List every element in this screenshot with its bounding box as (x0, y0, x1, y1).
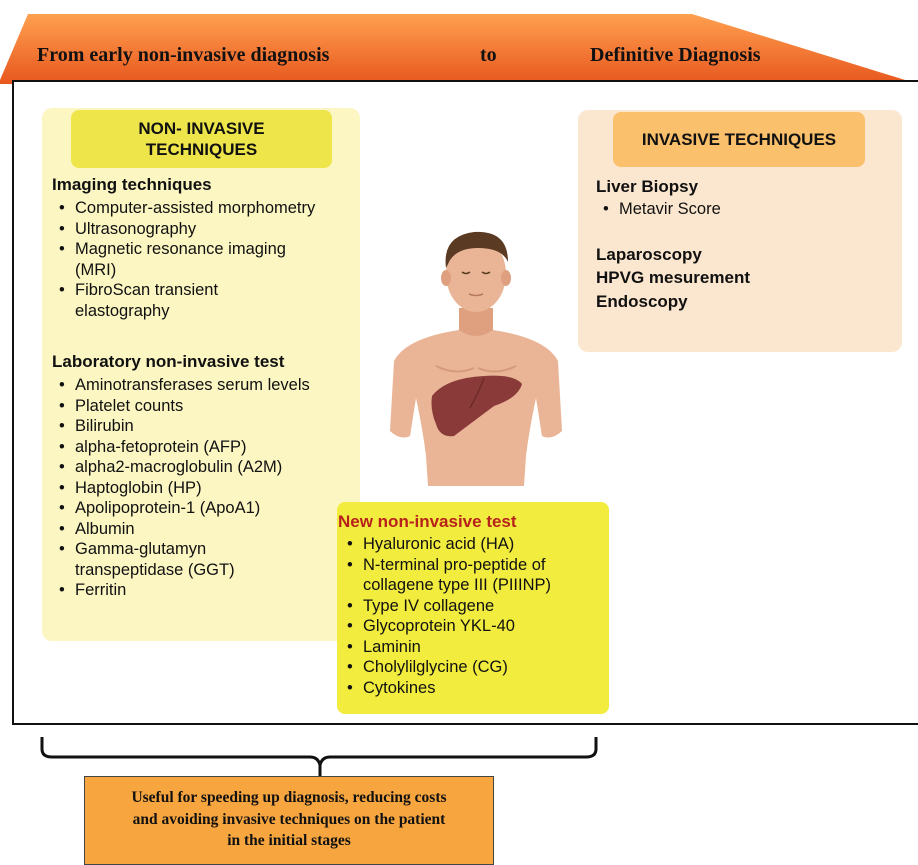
list-item: Gamma-glutamyn transpeptidase (GGT) (52, 539, 310, 580)
banner-left-text: From early non-invasive diagnosis (37, 44, 329, 67)
banner-right-text: Definitive Diagnosis (590, 44, 761, 67)
list-item: Haptoglobin (HP) (52, 478, 310, 499)
imaging-list: Computer-assisted morphometry Ultrasonog… (52, 198, 317, 321)
list-item: Cholylilglycine (CG) (340, 657, 606, 678)
list-item: Glycoprotein YKL-40 (340, 616, 606, 637)
liver-biopsy-title: Liver Biopsy (596, 177, 698, 197)
list-item: Bilirubin (52, 416, 310, 437)
summary-line3: in the initial stages (85, 830, 493, 852)
banner-middle-text: to (480, 44, 497, 67)
endoscopy-title: Endoscopy (596, 292, 688, 312)
list-item: Ferritin (52, 580, 310, 601)
laboratory-list: Aminotransferases serum levels Platelet … (52, 375, 310, 601)
list-item: Albumin (52, 519, 310, 540)
list-item: Apolipoprotein-1 (ApoA1) (52, 498, 310, 519)
list-item: Magnetic resonance imaging (MRI) (52, 239, 317, 280)
list-item: Cytokines (340, 678, 606, 699)
list-item: Ultrasonography (52, 219, 317, 240)
hpvg-title: HPVG mesurement (596, 268, 750, 288)
list-item: Platelet counts (52, 396, 310, 417)
laboratory-title: Laboratory non-invasive test (52, 352, 284, 372)
list-item: Aminotransferases serum levels (52, 375, 310, 396)
list-item: FibroScan transient elastography (52, 280, 317, 321)
human-torso-icon (366, 226, 586, 496)
list-item: alpha-fetoprotein (AFP) (52, 437, 310, 458)
list-item: Type IV collagene (340, 596, 606, 617)
new-test-title: New non-invasive test (338, 512, 517, 532)
summary-line1: Useful for speeding up diagnosis, reduci… (85, 787, 493, 809)
list-item: Computer-assisted morphometry (52, 198, 317, 219)
list-item: N-terminal pro-peptide of collagene type… (340, 555, 606, 596)
list-item: Hyaluronic acid (HA) (340, 534, 606, 555)
non-invasive-header-line1: NON- INVASIVE (138, 118, 264, 139)
new-test-list: Hyaluronic acid (HA) N-terminal pro-pept… (340, 534, 606, 698)
laparoscopy-title: Laparoscopy (596, 245, 702, 265)
banner-shape (0, 0, 918, 84)
curly-brace-icon (30, 735, 610, 777)
non-invasive-header-line2: TECHNIQUES (138, 139, 264, 160)
non-invasive-header: NON- INVASIVE TECHNIQUES (71, 110, 332, 168)
imaging-title: Imaging techniques (52, 175, 212, 195)
biopsy-list: Metavir Score (596, 199, 876, 220)
invasive-header: INVASIVE TECHNIQUES (613, 112, 865, 167)
list-item: alpha2-macroglobulin (A2M) (52, 457, 310, 478)
summary-line2: and avoiding invasive techniques on the … (85, 809, 493, 831)
summary-box: Useful for speeding up diagnosis, reduci… (84, 776, 494, 865)
list-item: Metavir Score (596, 199, 876, 220)
list-item: Laminin (340, 637, 606, 658)
